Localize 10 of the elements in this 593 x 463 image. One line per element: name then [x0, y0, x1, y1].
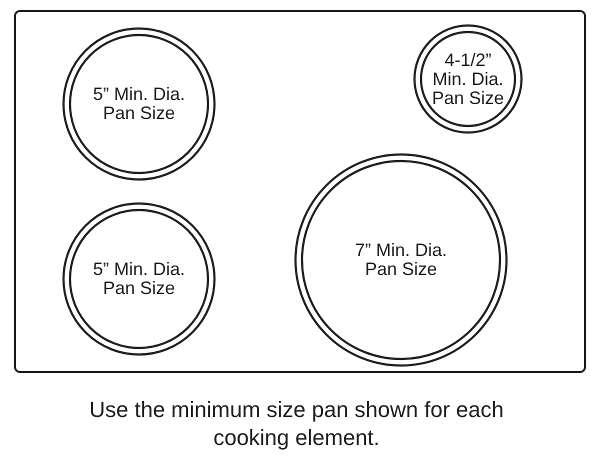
cooking-element — [413, 24, 523, 134]
cooking-element — [62, 27, 216, 181]
cooking-element — [62, 202, 216, 356]
pan-size-label: 5” Min. Dia. Pan Size — [92, 85, 186, 123]
pan-size-label: 7” Min. Dia. Pan Size — [354, 241, 448, 279]
pan-size-label: 4-1/2” Min. Dia. Pan Size — [430, 50, 506, 108]
pan-size-label: 5” Min. Dia. Pan Size — [92, 260, 186, 298]
cooktop-outline — [14, 10, 586, 373]
caption: Use the minimum size pan shown for each cooking element. — [88, 396, 505, 452]
cooking-element — [294, 153, 508, 367]
